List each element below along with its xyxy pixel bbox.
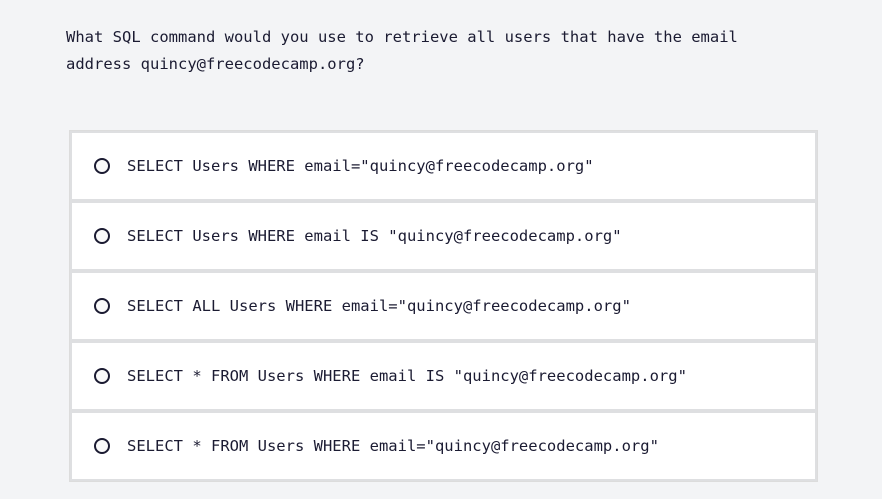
answer-option-label: SELECT * FROM Users WHERE email IS "quin… [127, 367, 687, 385]
answer-option-5[interactable]: SELECT * FROM Users WHERE email="quincy@… [72, 413, 815, 479]
radio-button-icon[interactable] [94, 228, 110, 244]
answer-option-label: SELECT Users WHERE email IS "quincy@free… [127, 227, 622, 245]
radio-button-icon[interactable] [94, 438, 110, 454]
answer-option-3[interactable]: SELECT ALL Users WHERE email="quincy@fre… [72, 273, 815, 339]
answer-option-label: SELECT Users WHERE email="quincy@freecod… [127, 157, 594, 175]
answer-option-label: SELECT * FROM Users WHERE email="quincy@… [127, 437, 659, 455]
answer-option-4[interactable]: SELECT * FROM Users WHERE email IS "quin… [72, 343, 815, 409]
answer-option-label: SELECT ALL Users WHERE email="quincy@fre… [127, 297, 631, 315]
question-prompt: What SQL command would you use to retrie… [66, 28, 748, 73]
radio-button-icon[interactable] [94, 158, 110, 174]
answer-option-1[interactable]: SELECT Users WHERE email="quincy@freecod… [72, 133, 815, 199]
answer-option-2[interactable]: SELECT Users WHERE email IS "quincy@free… [72, 203, 815, 269]
answer-options-list: SELECT Users WHERE email="quincy@freecod… [69, 130, 818, 482]
radio-button-icon[interactable] [94, 298, 110, 314]
radio-button-icon[interactable] [94, 368, 110, 384]
